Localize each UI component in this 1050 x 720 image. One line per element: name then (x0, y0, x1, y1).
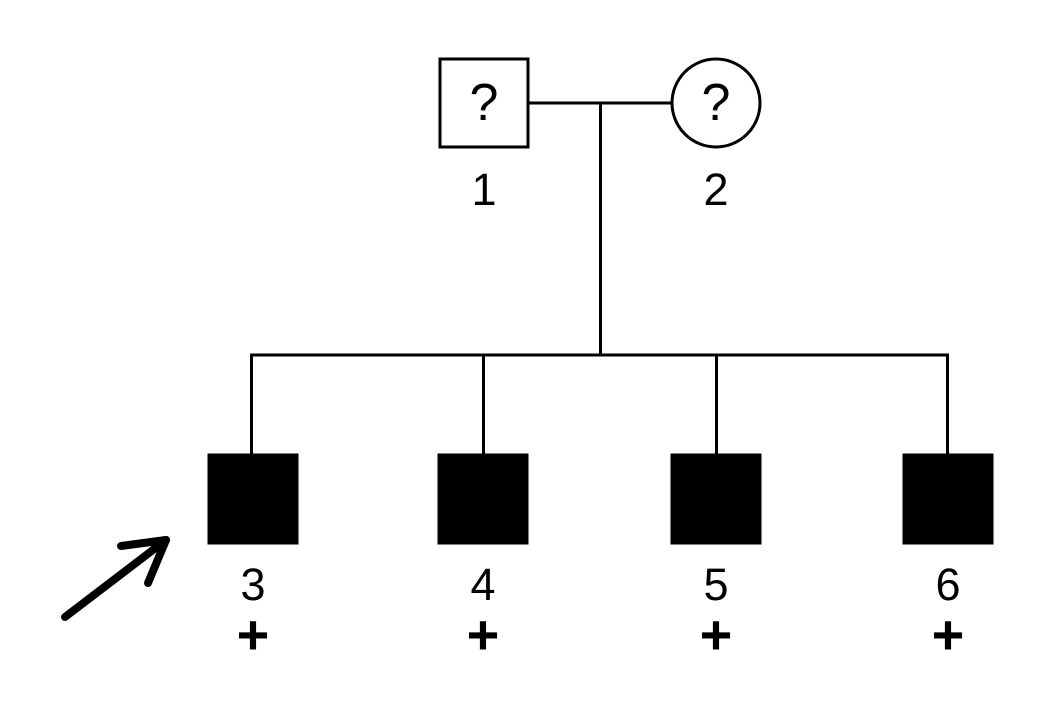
individual-3-square[interactable] (207, 453, 299, 545)
individual-4-id-label: 4 (470, 559, 495, 610)
individual-4-square[interactable] (437, 453, 529, 545)
individual-6-square[interactable] (902, 453, 994, 545)
individual-4-carrier-marker: + (467, 603, 500, 666)
individual-3[interactable]: 3 + (207, 453, 299, 666)
individual-1-square[interactable] (438, 57, 530, 149)
individual-1[interactable]: ? 1 (438, 57, 530, 215)
individual-5-square[interactable] (670, 453, 762, 545)
individual-6-id-label: 6 (935, 559, 960, 610)
individual-2-symbol-text: ? (702, 74, 731, 132)
individual-2-id-label: 2 (703, 164, 728, 215)
individual-2-circle[interactable] (670, 57, 762, 149)
individual-5-id-label: 5 (703, 559, 728, 610)
individual-6-carrier-marker: + (932, 603, 965, 666)
proband-arrow-barb-lower (144, 536, 170, 587)
individual-5[interactable]: 5 + (670, 453, 762, 666)
individual-1-id-label: 1 (471, 164, 496, 215)
proband-arrow-shaft (61, 536, 170, 621)
proband-arrow-icon (61, 536, 170, 621)
individual-6[interactable]: 6 + (902, 453, 994, 666)
individual-5-carrier-marker: + (700, 603, 733, 666)
individual-2[interactable]: ? 2 (670, 57, 762, 215)
individual-1-symbol-text: ? (470, 74, 499, 132)
proband-arrow-barb-upper (117, 536, 170, 550)
individual-4[interactable]: 4 + (437, 453, 529, 666)
individual-3-carrier-marker: + (237, 603, 270, 666)
individual-3-id-label: 3 (240, 559, 265, 610)
connector-lines (250, 101, 949, 456)
